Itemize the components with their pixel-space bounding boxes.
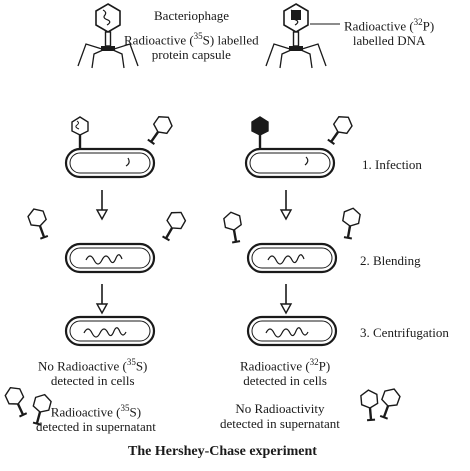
right-dna-line2: labelled DNA bbox=[352, 33, 426, 49]
right-dna-label: Radioactive (32P) labelled DNA bbox=[344, 15, 434, 48]
bacterial-cell-icon bbox=[64, 315, 156, 347]
bacteriophage-icon bbox=[323, 111, 357, 148]
down-arrow-icon bbox=[96, 283, 108, 314]
bacteriophage-icon bbox=[143, 111, 177, 148]
down-arrow-icon bbox=[280, 283, 292, 314]
right-result-text: Radioactive ( bbox=[240, 358, 310, 374]
right-super-line1: No Radioactivity bbox=[235, 401, 325, 416]
bacteriophage-label: Bacteriophage bbox=[154, 8, 230, 23]
right-super-line2: detected in supernatant bbox=[220, 416, 340, 431]
left-result-text: No Radioactive ( bbox=[38, 358, 127, 374]
bacteriophage-icon bbox=[25, 205, 53, 242]
bacterial-cell-icon bbox=[64, 242, 156, 274]
bacteriophage-icon bbox=[1, 383, 32, 420]
bacteriophage-icon bbox=[251, 116, 269, 149]
left-super-text-end: S) bbox=[129, 404, 142, 420]
step-centrifugation-label: 3. Centrifugation bbox=[360, 325, 449, 340]
left-capsule-text: Radioactive ( bbox=[124, 32, 194, 48]
isotope-superscript: 35 bbox=[120, 403, 130, 413]
bacterial-cell-icon bbox=[244, 147, 336, 179]
left-result-label: No Radioactive (35S) detected in cells bbox=[38, 355, 147, 388]
left-super-text: Radioactive ( bbox=[50, 404, 121, 420]
left-super-line2: detected in supernatant bbox=[36, 419, 156, 435]
left-supernatant-label: Radioactive (35S) detected in supernatan… bbox=[36, 401, 156, 434]
figure-title: The Hershey-Chase experiment bbox=[128, 444, 317, 459]
right-supernatant-label: No Radioactivity detected in supernatant bbox=[220, 401, 340, 431]
down-arrow-icon bbox=[96, 189, 108, 220]
bacterial-cell-icon bbox=[64, 147, 156, 179]
bacteriophage-icon bbox=[338, 205, 363, 241]
bacteriophage-icon bbox=[71, 116, 89, 149]
right-dna-text-end: P) bbox=[422, 18, 435, 34]
bacteriophage-icon bbox=[157, 207, 190, 244]
left-result-line2: detected in cells bbox=[50, 373, 135, 389]
isotope-superscript: 35 bbox=[126, 357, 136, 367]
bacteriophage-icon bbox=[375, 385, 403, 422]
left-capsule-line2: protein capsule bbox=[151, 47, 231, 63]
right-result-text-end: P) bbox=[318, 358, 331, 374]
left-result-text-end: S) bbox=[135, 358, 148, 374]
right-result-label: Radioactive (32P) detected in cells bbox=[240, 355, 330, 388]
left-capsule-label: Radioactive (35S) labelled protein capsu… bbox=[124, 29, 259, 62]
bacteriophage-icon bbox=[359, 388, 381, 422]
bacteriophage-icon bbox=[265, 3, 327, 69]
bacterial-cell-icon bbox=[246, 315, 338, 347]
left-capsule-text-end: S) labelled bbox=[202, 32, 259, 48]
isotope-superscript: 35 bbox=[193, 31, 203, 41]
down-arrow-icon bbox=[280, 189, 292, 220]
bacteriophage-icon bbox=[221, 209, 246, 245]
right-dna-text: Radioactive ( bbox=[344, 18, 414, 34]
isotope-superscript: 32 bbox=[413, 17, 423, 27]
right-result-line2: detected in cells bbox=[243, 373, 327, 389]
step-infection-label: 1. Infection bbox=[362, 157, 422, 172]
bacterial-cell-icon bbox=[246, 242, 338, 274]
step-blending-label: 2. Blending bbox=[360, 253, 421, 268]
isotope-superscript: 32 bbox=[309, 357, 319, 367]
